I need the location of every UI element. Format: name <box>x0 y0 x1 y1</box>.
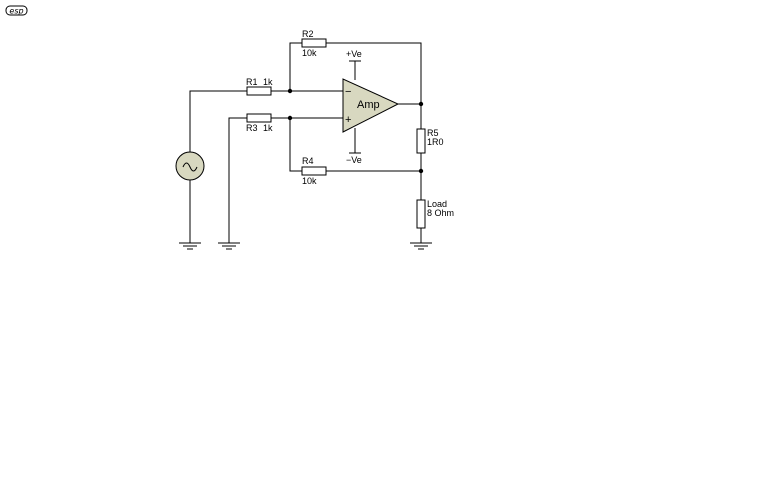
opamp-label: Amp <box>357 99 380 111</box>
load-name: Load <box>427 199 447 209</box>
wire-node-noninv-to-r4 <box>289 118 302 172</box>
r5-name: R5 <box>427 128 439 138</box>
r4-value: 10k <box>302 176 317 186</box>
opamp-triangle <box>342 78 400 133</box>
resistor-r3 <box>246 113 272 123</box>
r2-name: R2 <box>302 29 314 39</box>
junction-inverting-node <box>287 88 293 94</box>
esp-logo-text: esp <box>9 7 23 16</box>
load-value: 8 Ohm <box>427 208 454 218</box>
r1-name: R1 <box>246 77 258 87</box>
resistor-r1 <box>246 86 272 96</box>
junction-output-node <box>418 101 424 107</box>
labels: R1 1k R2 10k R3 1k R4 10k R5 1R0 Load 8 … <box>246 29 454 218</box>
r3-name: R3 <box>246 123 258 133</box>
wires <box>189 42 422 243</box>
r5-value: 1R0 <box>427 137 444 147</box>
vpos-label: +Ve <box>346 49 362 59</box>
resistors <box>246 38 426 229</box>
ground-icon <box>179 242 201 250</box>
ground-load <box>410 242 432 250</box>
ground-icon <box>218 242 240 250</box>
ac-source <box>175 151 205 181</box>
r3-value: 1k <box>263 123 273 133</box>
junctions <box>287 88 424 174</box>
resistor-r2 <box>301 38 327 48</box>
vneg-label: −Ve <box>346 155 362 165</box>
junction-load-node <box>418 168 424 174</box>
wire-source-to-r1 <box>189 90 247 152</box>
ground-icon <box>410 242 432 250</box>
wire-ground-to-r3 <box>228 117 247 243</box>
resistor-load <box>416 199 426 229</box>
wire-vneg-rail <box>349 128 361 154</box>
wire-r2-to-output <box>326 42 422 104</box>
opamp: − + Amp <box>342 78 400 133</box>
r4-name: R4 <box>302 156 314 166</box>
wire-node-inv-to-r2 <box>289 42 302 91</box>
wire-vpos-rail <box>349 60 361 80</box>
resistor-r4 <box>301 166 327 176</box>
esp-logo: esp <box>5 5 28 16</box>
sine-wave-icon <box>182 162 198 172</box>
r1-value: 1k <box>263 77 273 87</box>
ground-r3 <box>218 242 240 250</box>
r2-value: 10k <box>302 48 317 58</box>
ground-source <box>179 242 201 250</box>
junction-noninverting-node <box>287 115 293 121</box>
resistor-r5 <box>416 128 426 154</box>
opamp-minus-sign: − <box>345 86 351 98</box>
opamp-plus-sign: + <box>345 114 351 126</box>
